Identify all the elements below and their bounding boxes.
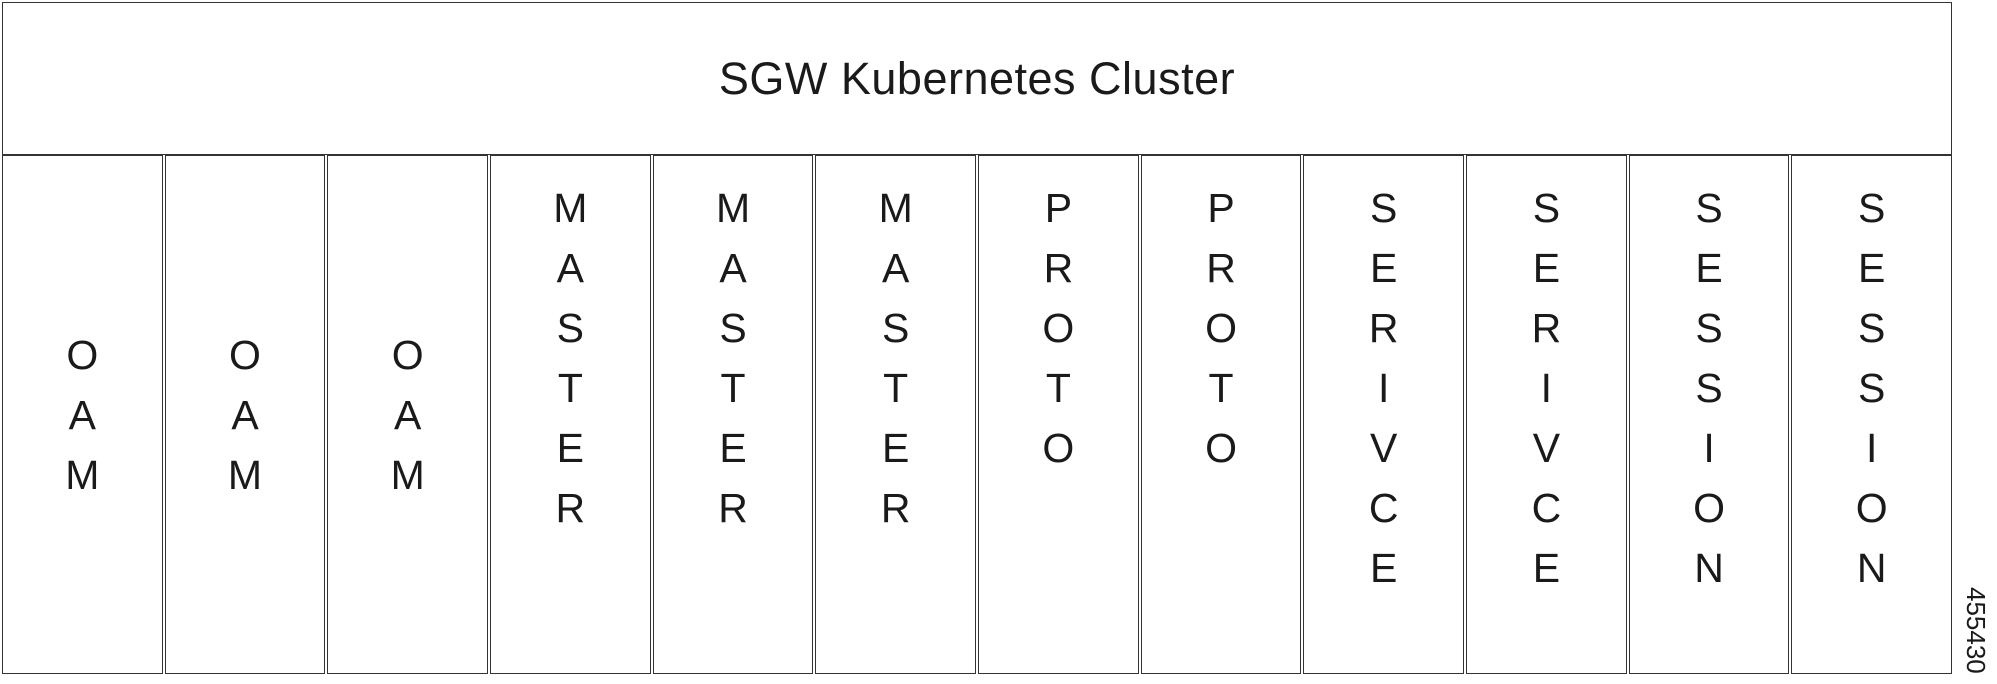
node-label-letter: T bbox=[1045, 365, 1071, 411]
node-label-letter: R bbox=[1368, 305, 1399, 351]
node-label-letter: R bbox=[1531, 305, 1562, 351]
node-label-letter: E bbox=[1695, 245, 1723, 291]
node-label-letter: A bbox=[719, 245, 747, 291]
cluster-title: SGW Kubernetes Cluster bbox=[718, 52, 1236, 104]
node-label-letter: T bbox=[557, 365, 583, 411]
node-label-letter: N bbox=[1694, 545, 1724, 591]
node-label-letter: R bbox=[555, 485, 586, 531]
node-label-letter: E bbox=[1532, 245, 1561, 291]
node-label-letter: O bbox=[1205, 425, 1237, 471]
node-label-letter: E bbox=[882, 425, 910, 471]
node-label-letter: M bbox=[553, 185, 588, 231]
node-label-letter: V bbox=[1532, 425, 1561, 471]
node-label-letter: A bbox=[68, 391, 97, 438]
node-label-letter: I bbox=[1866, 425, 1878, 471]
node-label-letter: P bbox=[1207, 185, 1235, 231]
node-label-letter: S bbox=[1695, 365, 1723, 411]
node-label-letter: E bbox=[1370, 545, 1398, 591]
node-label-letter: N bbox=[1856, 545, 1887, 591]
node-label-letter: R bbox=[718, 485, 748, 531]
node-label-letter: M bbox=[65, 451, 100, 498]
node-label-letter: T bbox=[1208, 365, 1234, 411]
node-label-letter: M bbox=[878, 185, 913, 231]
node-label-letter: R bbox=[1206, 245, 1236, 291]
node-label-letter: O bbox=[229, 331, 261, 378]
node-label-letter: O bbox=[1693, 485, 1725, 531]
node-label-letter: I bbox=[1703, 425, 1715, 471]
node-label-letter: A bbox=[394, 391, 422, 438]
node-label-letter: C bbox=[1368, 485, 1399, 531]
node-label-letter: A bbox=[556, 245, 585, 291]
node-label-letter: O bbox=[66, 331, 99, 378]
node-label-letter: O bbox=[391, 331, 424, 378]
node-label-letter: E bbox=[556, 425, 585, 471]
node-label-letter: S bbox=[1858, 185, 1886, 231]
node-label-letter: S bbox=[1695, 305, 1723, 351]
node-label-letter: V bbox=[1370, 425, 1398, 471]
node-label-letter: S bbox=[1370, 185, 1398, 231]
node-label-letter: S bbox=[1858, 305, 1886, 351]
node-label-letter: S bbox=[1532, 185, 1561, 231]
node-label-letter: E bbox=[1532, 545, 1561, 591]
node-label-letter: M bbox=[390, 451, 425, 498]
node-label-letter: O bbox=[1855, 485, 1888, 531]
node-label-letter: E bbox=[719, 425, 747, 471]
node-label-letter: I bbox=[1540, 365, 1553, 411]
node-label-letter: O bbox=[1042, 305, 1075, 351]
node-label-letter: S bbox=[1695, 185, 1723, 231]
node-label-letter: R bbox=[1043, 245, 1074, 291]
node-label-letter: A bbox=[231, 391, 259, 438]
node-label-letter: O bbox=[1205, 305, 1237, 351]
node-label-letter: M bbox=[227, 451, 263, 498]
figure-id: 455430 bbox=[1961, 587, 1991, 674]
node-label-letter: T bbox=[883, 365, 909, 411]
node-label-letter: S bbox=[719, 305, 747, 351]
node-label-letter: E bbox=[1370, 245, 1398, 291]
node-label-letter: T bbox=[720, 365, 746, 411]
node-label-letter: C bbox=[1531, 485, 1562, 531]
node-label-letter: S bbox=[1858, 365, 1886, 411]
node-label-letter: E bbox=[1858, 245, 1886, 291]
node-label-letter: P bbox=[1044, 185, 1073, 231]
node-label-letter: O bbox=[1042, 425, 1075, 471]
node-label-letter: S bbox=[556, 305, 585, 351]
node-label-letter: M bbox=[715, 185, 751, 231]
node-label-letter: S bbox=[882, 305, 910, 351]
cluster-header: SGW Kubernetes Cluster bbox=[2, 2, 1952, 155]
node-label-letter: A bbox=[882, 245, 910, 291]
node-label-letter: I bbox=[1378, 365, 1390, 411]
node-label-letter: R bbox=[880, 485, 911, 531]
